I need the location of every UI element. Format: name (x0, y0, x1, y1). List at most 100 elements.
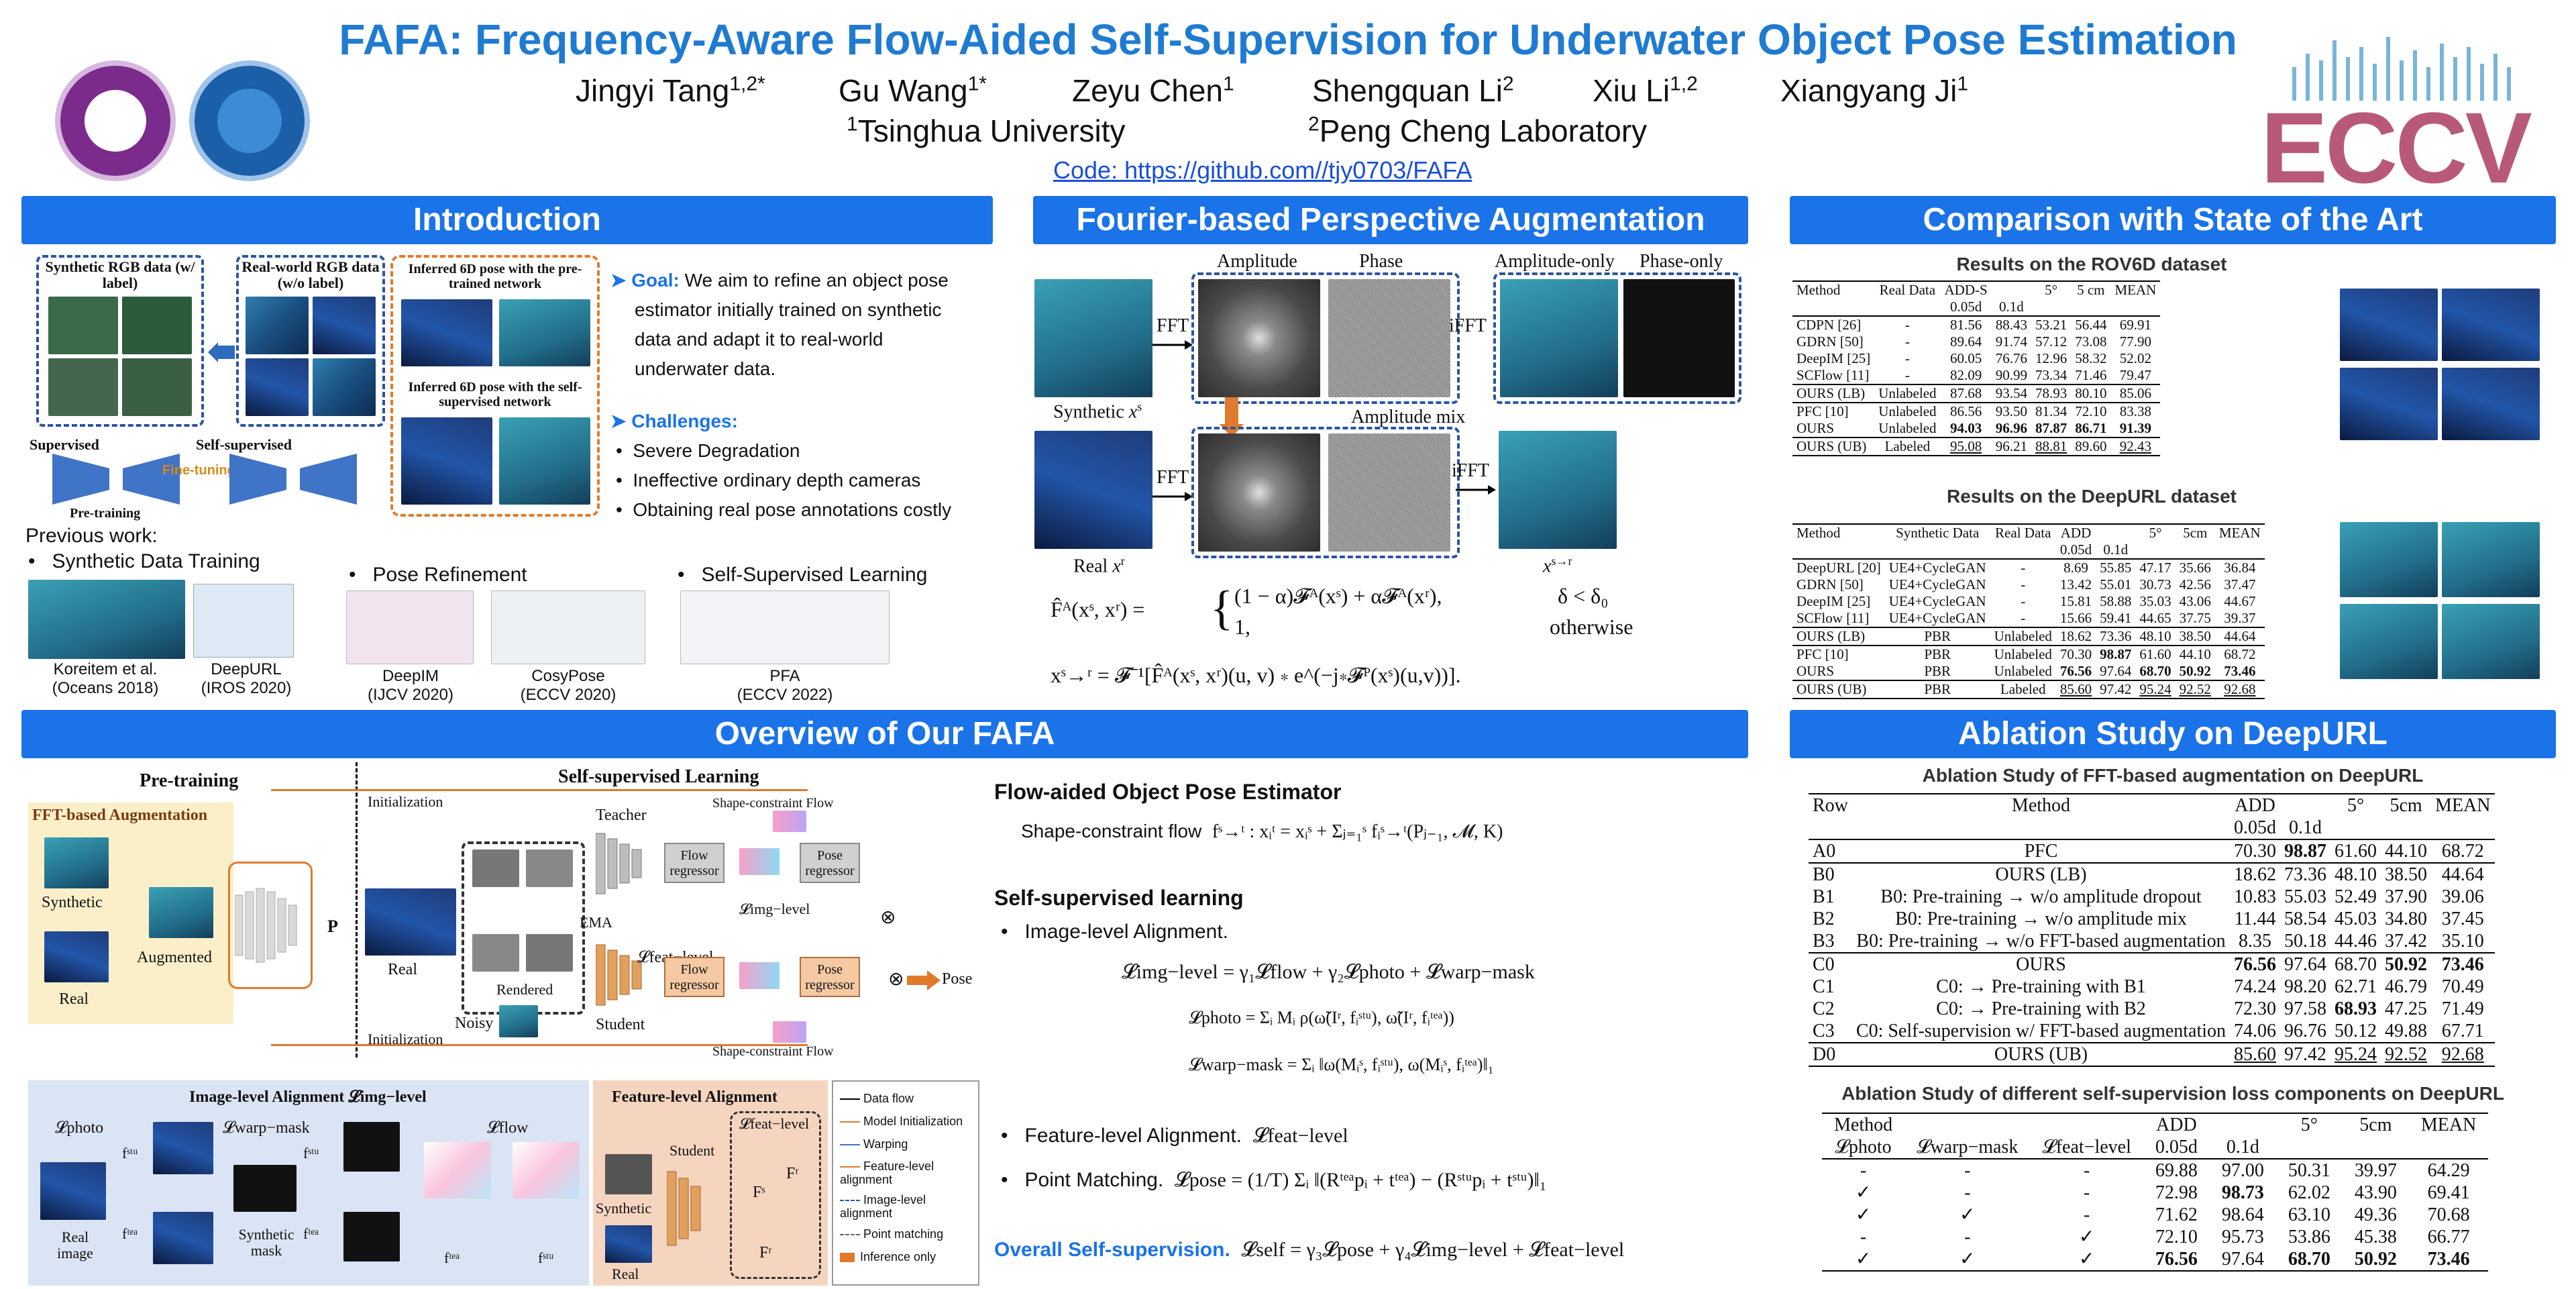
table-cell: CDPN [26] (1796, 317, 1862, 333)
table-header-cell: MEAN (2114, 282, 2157, 298)
table-header-cell: 5° (2347, 795, 2365, 816)
output-label: xs→r (1543, 554, 1572, 577)
table-cell: ✓ (2030, 1248, 2143, 1272)
table-header-cell (2210, 1113, 2276, 1136)
table-header-cell: 0.05d (2143, 1136, 2210, 1159)
table-cell: 10.83 (2234, 886, 2277, 907)
table-cell: 8.69 (2063, 560, 2088, 576)
table-cell: 49.88 (2385, 1021, 2428, 1041)
table-cell: Unlabeled (1990, 627, 2056, 646)
table-cell: 50.92 (2342, 1248, 2409, 1272)
table-cell: 98.20 (2284, 976, 2327, 997)
table-header-cell: MEAN (2435, 795, 2491, 816)
real-image (313, 297, 376, 354)
real-label: Real (59, 990, 89, 1008)
pose-image (401, 299, 492, 366)
table-cell: DeepIM [25] (1796, 593, 1871, 609)
phase-label: Phase (1359, 251, 1403, 272)
table-cell: OURS (UB) (1792, 437, 1875, 456)
code-link[interactable]: Code: https://github.com//tjy0703/FAFA (1053, 156, 1472, 184)
real-label: Real (612, 1266, 639, 1282)
table-cell: 90.99 (1995, 367, 2027, 383)
table-header-cell (2135, 542, 2176, 560)
table-cell: 59.41 (2100, 610, 2132, 626)
arrow-right-icon (1152, 492, 1193, 501)
table-cell: 86.56 (1940, 402, 1992, 420)
section-header-sota: Comparison with State of the Art (1790, 196, 2556, 244)
table-cell: 93.50 (1991, 402, 2031, 420)
table-cell: ✓ (1822, 1248, 1905, 1272)
table-header-cell: 0.1d (2209, 1136, 2276, 1159)
table-cell: 71.62 (2155, 1204, 2198, 1225)
table-header-cell: 0.1d (2280, 817, 2331, 840)
ref-label: Koreitem et al.(Oceans 2018) (52, 660, 159, 697)
table-header-cell (2030, 1113, 2143, 1136)
table-cell: D0 (1809, 1042, 1852, 1067)
table-cell: ✓ (2078, 1227, 2095, 1247)
amplitude-mix-label: Amplitude mix (1351, 407, 1466, 427)
table-cell: Unlabeled (1878, 420, 1937, 436)
table-cell: OURS (UB) (1851, 1042, 2231, 1067)
ref-label: PFA(ECCV 2022) (737, 667, 833, 704)
student-network-icon (596, 944, 642, 1006)
table-cell: 61.60 (2334, 841, 2377, 862)
table-header-cell: 0.05d (2230, 817, 2281, 840)
pose-symbol: P (327, 917, 338, 936)
table-cell: C0 (1809, 952, 1852, 976)
synthetic-image (44, 837, 109, 888)
table-header-cell: ADD (2235, 795, 2275, 816)
deepim-figure (346, 590, 474, 664)
table-cell: - (1860, 1160, 1867, 1181)
table-cell: 39.37 (2224, 610, 2256, 626)
table-cell: 55.03 (2284, 886, 2327, 907)
table-cell: 76.56 (2230, 952, 2281, 976)
table-cell: 98.87 (2096, 645, 2136, 663)
photo-loss-eq: 𝓛photo = Σᵢ Mᵢ ρ(ω̃(Iʳ, fᵢˢᵗᵘ), ω̃(Iʳ, f… (1189, 1008, 1454, 1027)
table-header-cell: 5° (2149, 525, 2162, 541)
table-cell: Unlabeled (1994, 663, 2052, 679)
table-cell: - (2083, 1182, 2090, 1203)
table-cell: 94.03 (1949, 420, 1982, 436)
table-header-cell: 𝓛photo (1822, 1136, 1905, 1159)
author: Gu Wang1* (839, 72, 987, 108)
real-image-label: Real image (57, 1229, 93, 1261)
table-cell: 78.93 (2031, 384, 2072, 403)
table-cell: B2 (1813, 909, 1835, 929)
equation-case-2: 1, (1234, 615, 1250, 639)
table-cell: 92.43 (2110, 437, 2161, 456)
ema-label: EMA (580, 914, 612, 931)
deepurl-caption: Results on the DeepURL dataset (1946, 486, 2237, 507)
table-header-cell (2342, 1136, 2409, 1159)
table-cell: - (1964, 1182, 1971, 1203)
table-cell: 81.56 (1949, 317, 1982, 333)
flow-image (513, 1142, 580, 1198)
flow-regressor-teacher: Flow regressor (664, 843, 724, 883)
table-cell: 46.79 (2385, 976, 2428, 997)
self-sup-title: Self-supervised Learning (558, 766, 759, 787)
author: Jingyi Tang1,2* (576, 72, 765, 108)
table-cell: A0 (1813, 841, 1836, 862)
deepurl-result-image (2340, 604, 2438, 679)
warped-image (153, 1212, 213, 1264)
table-cell: 85.06 (2110, 384, 2161, 403)
table-cell: 96.21 (1991, 437, 2031, 456)
table-header-cell: Method (2011, 795, 2071, 816)
table-cell: 37.45 (2441, 909, 2484, 929)
inferred-selfsup-label: Inferred 6D pose with the self-supervise… (408, 380, 582, 409)
synthetic-image (122, 358, 192, 416)
table-cell: 43.06 (2179, 593, 2211, 609)
table-header-cell (2071, 299, 2111, 317)
legend: Data flow Model Initialization Warping F… (840, 1087, 981, 1268)
table-cell: 44.67 (2224, 593, 2256, 609)
network-icon (235, 888, 297, 963)
table-header-cell: ADD (2060, 525, 2092, 541)
table-cell: 35.66 (2179, 560, 2211, 576)
table-cell: 98.64 (2221, 1204, 2264, 1225)
table-cell: 76.56 (2059, 663, 2092, 679)
